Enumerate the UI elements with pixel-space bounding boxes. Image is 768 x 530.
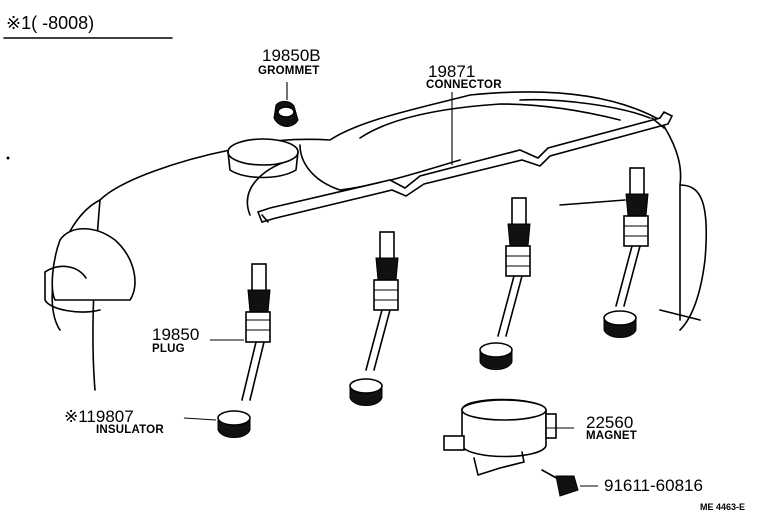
grommet-name: GROMMET [258, 65, 320, 77]
glow-plug [241, 263, 271, 401]
insulator-part [217, 410, 251, 438]
header-note: ※1( -8008) [6, 13, 95, 33]
plug-name: PLUG [152, 343, 185, 355]
leader-lines [183, 82, 598, 487]
bolt-number: 91611-60816 [604, 476, 703, 495]
bolt-part [541, 469, 579, 497]
stray-mark [6, 156, 10, 160]
grommet-part [273, 100, 299, 127]
insulator-name: INSULATOR [96, 424, 164, 436]
insulator-part [603, 310, 637, 338]
magnet-number: 22560 [586, 413, 634, 432]
oil-cap [227, 138, 299, 179]
diagram-reference: ME 4463-E [700, 502, 746, 512]
connector-bar [256, 110, 674, 223]
connector-number: 19871 [428, 62, 476, 81]
grommet-number: 19850B [262, 46, 321, 65]
magnet-part [443, 398, 557, 476]
glow-plug [615, 167, 649, 307]
insulator-number: ※119807 [64, 407, 134, 426]
intake-elbow [44, 228, 136, 313]
insulator-part [479, 342, 513, 370]
glow-plug [365, 231, 399, 371]
insulator-part [349, 378, 383, 406]
connector-name: CONNECTOR [426, 79, 502, 91]
plug-number: 19850 [152, 325, 200, 344]
magnet-name: MAGNET [586, 430, 638, 442]
glow-plug [497, 197, 531, 337]
